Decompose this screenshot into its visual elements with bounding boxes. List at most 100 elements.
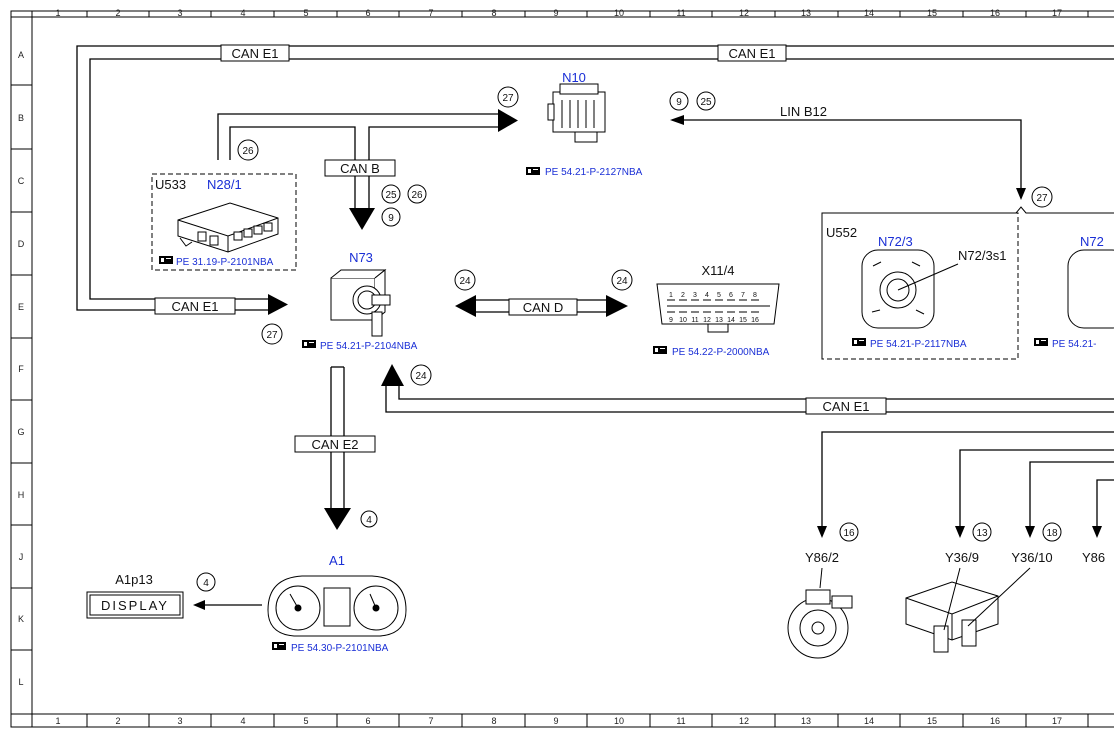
service-ref-link[interactable]: PE 54.30-P-2101NBA bbox=[291, 643, 389, 654]
col-label: 16 bbox=[990, 8, 1000, 18]
n73-component: N73 PE 54.21-P-2104NBA bbox=[302, 250, 418, 352]
callouts bbox=[196, 86, 1062, 592]
row-label: C bbox=[18, 176, 25, 186]
service-ref-link[interactable]: PE 31.19-P-2101NBA bbox=[176, 257, 274, 268]
callout-circle bbox=[1031, 186, 1053, 208]
col-label: 14 bbox=[864, 716, 874, 726]
pin-label: 8 bbox=[753, 292, 757, 299]
a1-to-display-line bbox=[193, 600, 262, 610]
col-label: 13 bbox=[801, 8, 811, 18]
callout-circle bbox=[497, 86, 519, 108]
col-label: 7 bbox=[428, 716, 433, 726]
callout-number: 9 bbox=[388, 213, 394, 224]
pin-label: 10 bbox=[679, 317, 687, 324]
row-labels: A B C D E F G H J K L bbox=[17, 50, 24, 687]
row-label: G bbox=[17, 427, 24, 437]
service-ref-link[interactable]: PE 54.21-P-2117NBA bbox=[870, 339, 967, 350]
manual-ref-icon bbox=[526, 167, 540, 175]
arrow-to-n73-canb bbox=[349, 208, 375, 230]
service-ref-link[interactable]: PE 54.21-P-2104NBA bbox=[320, 341, 418, 352]
can-e1-lower-bus: CAN E1 bbox=[381, 364, 1114, 415]
callout-circle bbox=[410, 364, 432, 386]
pin-label: 1 bbox=[669, 292, 673, 299]
pin-label: 4 bbox=[705, 292, 709, 299]
u552-group: U552 N72/3 N72/3s1 PE 54.21-P-2117NBA bbox=[821, 206, 1114, 360]
instrument-cluster-icon bbox=[267, 575, 407, 637]
col-label: 10 bbox=[614, 8, 624, 18]
callout-circle bbox=[381, 207, 401, 227]
y36-9-valve: Y36/9 bbox=[905, 550, 1031, 653]
manual-ref-icon bbox=[159, 256, 173, 264]
callout-number: 26 bbox=[411, 190, 423, 201]
callout-circle bbox=[839, 522, 859, 542]
callout-circle bbox=[454, 269, 476, 291]
can-d-bus: CAN D bbox=[455, 295, 628, 317]
callout-circle bbox=[1042, 522, 1062, 542]
callout-circle bbox=[196, 572, 216, 592]
col-label: 17 bbox=[1052, 716, 1062, 726]
bus-label: CAN E1 bbox=[172, 299, 219, 314]
callout-circle bbox=[972, 522, 992, 542]
callout-number: 24 bbox=[616, 276, 628, 287]
service-ref-link[interactable]: PE 54.21-P-2127NBA bbox=[545, 167, 643, 178]
col-label: 15 bbox=[927, 716, 937, 726]
service-ref-link[interactable]: PE 54.21- bbox=[1052, 339, 1096, 350]
col-label: 3 bbox=[177, 716, 182, 726]
pin-label: 11 bbox=[691, 317, 698, 324]
callout-circle bbox=[407, 184, 427, 204]
component-name: N72 bbox=[1080, 234, 1104, 249]
component-name: Y86/2 bbox=[805, 550, 839, 565]
a1p13-display: A1p13 DISPLAY bbox=[86, 572, 184, 619]
pin-label: 9 bbox=[669, 317, 673, 324]
callout-circle bbox=[669, 91, 689, 111]
callout-number: 24 bbox=[459, 276, 471, 287]
n10-component: N10 PE 54.21-P-2127NBA bbox=[526, 70, 643, 178]
component-name: A1 bbox=[329, 553, 345, 568]
component-name: N10 bbox=[562, 70, 586, 85]
pin-label: 13 bbox=[715, 317, 723, 324]
n73-ignition-switch-icon bbox=[330, 268, 391, 337]
component-name: Y36/10 bbox=[1011, 550, 1052, 565]
arrow-to-n10 bbox=[498, 109, 518, 132]
col-label: 11 bbox=[676, 716, 685, 726]
component-name: N72/3 bbox=[878, 234, 913, 249]
a1-component: A1 PE 54.30-P-2101NBA bbox=[267, 553, 407, 654]
row-label: E bbox=[18, 302, 24, 312]
bus-label: CAN B bbox=[340, 161, 380, 176]
group-label: U552 bbox=[826, 225, 857, 240]
manual-ref-icon bbox=[272, 642, 286, 650]
col-label: 2 bbox=[115, 716, 120, 726]
component-name: Y36/9 bbox=[945, 550, 979, 565]
col-label: 14 bbox=[864, 8, 874, 18]
can-e1-label-top-right: CAN E1 bbox=[717, 44, 787, 62]
manual-ref-icon bbox=[653, 346, 667, 354]
callout-number: 27 bbox=[502, 93, 514, 104]
col-label: 7 bbox=[428, 8, 433, 18]
col-label: 16 bbox=[990, 716, 1000, 726]
y86-2-valve: Y86/2 bbox=[787, 550, 853, 659]
bus-label: LIN B12 bbox=[780, 104, 827, 119]
row-label: J bbox=[19, 552, 24, 562]
callout-circle bbox=[237, 139, 259, 161]
lin-b12-bus: LIN B12 bbox=[670, 104, 1026, 200]
callout-circle bbox=[696, 91, 716, 111]
col-label: 8 bbox=[491, 8, 496, 18]
row-label: B bbox=[18, 113, 24, 123]
can-e1-left-arrow: CAN E1 bbox=[154, 294, 288, 315]
y36-10-valve: Y36/10 bbox=[1011, 550, 1052, 565]
callout-circle bbox=[261, 323, 283, 345]
bus-label: CAN E1 bbox=[232, 46, 279, 61]
service-ref-link[interactable]: PE 54.22-P-2000NBA bbox=[672, 347, 770, 358]
callout-number: 4 bbox=[203, 578, 209, 589]
callout-number: 24 bbox=[415, 371, 427, 382]
n72-partial-component: N72 PE 54.21- bbox=[1034, 234, 1114, 350]
manual-ref-icon bbox=[852, 338, 866, 346]
col-label: 6 bbox=[365, 8, 370, 18]
n10-module-icon bbox=[547, 83, 606, 143]
column-labels-top: 1 2 3 4 5 6 7 8 9 10 11 12 13 14 15 16 1… bbox=[55, 8, 1062, 18]
col-label: 9 bbox=[553, 716, 558, 726]
pin-label: 14 bbox=[727, 317, 735, 324]
callout-number: 26 bbox=[242, 146, 254, 157]
row-label: A bbox=[18, 50, 24, 60]
col-label: 1 bbox=[55, 716, 60, 726]
